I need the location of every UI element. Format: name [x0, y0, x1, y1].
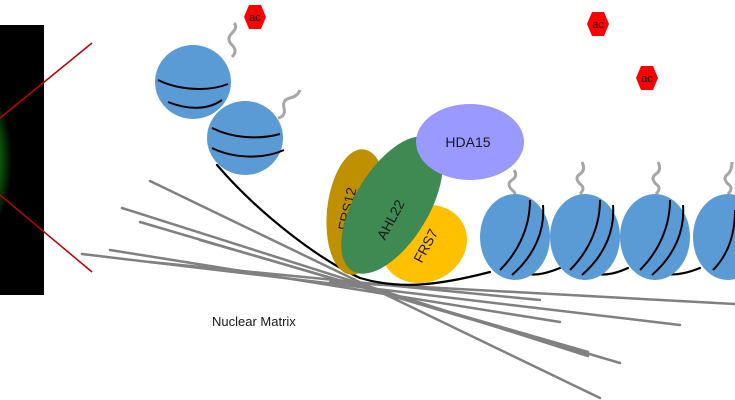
nucleosome — [620, 161, 690, 280]
nucleosome-body — [480, 194, 550, 280]
nucleosome-row — [480, 161, 735, 280]
acetyl-label: ac — [592, 19, 604, 31]
matrix-fiber — [148, 260, 542, 302]
acetyl-label: ac — [249, 12, 261, 24]
dna-wrap — [211, 127, 281, 139]
ahl22-protein: AHL22 — [341, 136, 443, 274]
histone-tail — [723, 161, 734, 196]
dna-wrap — [639, 199, 671, 271]
dna-wrap — [581, 204, 615, 276]
dna-wrap — [167, 99, 223, 109]
inset-line-bottom — [0, 194, 93, 273]
matrix-fiber — [108, 248, 562, 324]
nucleosome — [155, 45, 231, 119]
inset-line-top — [0, 42, 93, 119]
dna-wrap — [211, 147, 285, 158]
histone-tail — [277, 89, 302, 120]
nucleus-fluorescence — [0, 100, 30, 220]
dna-wrap — [651, 204, 685, 276]
nucleosome-acetylated-2 — [207, 89, 302, 175]
histone-tail — [575, 161, 586, 196]
acetyl-group-icon: ac — [636, 66, 658, 90]
acetyl-group-icon: ac — [587, 12, 609, 36]
histone-tail — [651, 161, 662, 196]
nuclear-matrix-fibers — [80, 179, 735, 400]
nucleosome-acetylated-1 — [155, 21, 238, 119]
matrix-fiber — [328, 280, 735, 306]
nucleosome-body — [693, 194, 735, 280]
nucleosome-body — [550, 194, 620, 280]
nucleosome-body — [620, 194, 690, 280]
histone-tail — [227, 21, 238, 59]
nucleosome — [207, 101, 283, 175]
dna-wrap — [499, 199, 531, 271]
micrograph-inset — [0, 25, 93, 295]
nucleosome — [693, 161, 735, 280]
acetyl-label: ac — [641, 73, 653, 85]
acetyl-group-icon: ac — [244, 5, 266, 29]
dna-wrap — [511, 204, 545, 276]
nuclear-matrix-label: Nuclear Matrix — [212, 314, 296, 329]
protein-complex: FRS12 FRS7 AHL22 HDA15 — [326, 104, 524, 284]
nucleosome — [550, 161, 620, 280]
hda15-protein: HDA15 — [416, 104, 524, 180]
dna-wrap — [569, 199, 601, 271]
dna-linker — [215, 163, 492, 286]
hda15-label: HDA15 — [445, 134, 490, 150]
dna-wrap — [157, 79, 229, 90]
nucleosome — [480, 169, 550, 280]
